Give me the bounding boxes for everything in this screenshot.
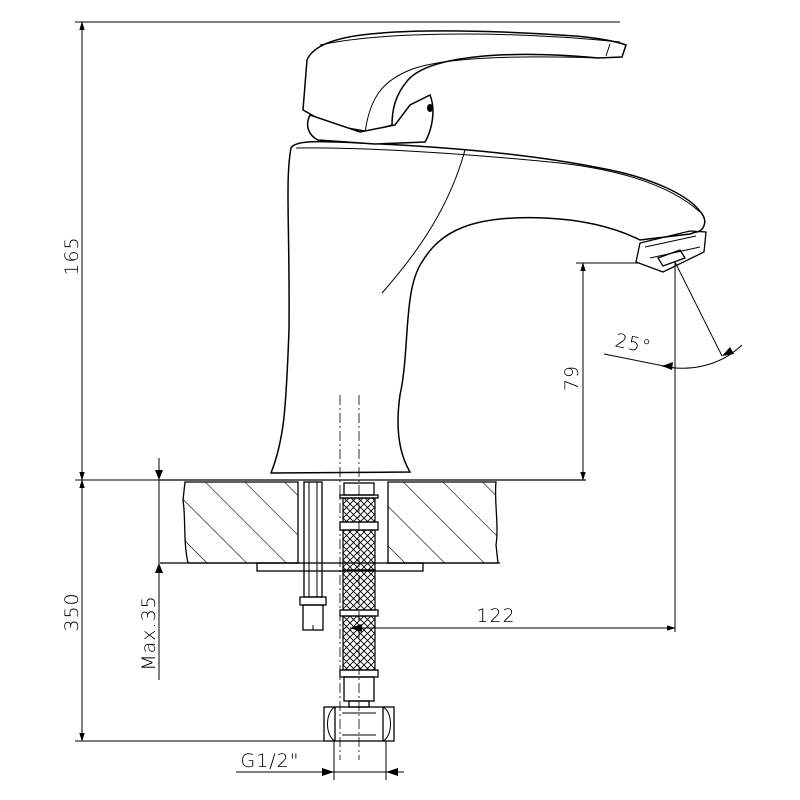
- thread-size-label: G1/2": [240, 750, 299, 772]
- countertop-section: [160, 479, 586, 572]
- faucet-body: [269, 30, 707, 474]
- overall-height-label: 165: [61, 236, 83, 275]
- dimension-labels: 165 350 Max.35 79 25° 122 G1/2": [61, 236, 653, 772]
- hose-length-label: 350: [61, 592, 83, 631]
- spout-angle-label: 25°: [613, 330, 653, 359]
- center-lines: [339, 395, 360, 760]
- max-deck-thickness-label: Max.35: [138, 595, 160, 671]
- dimension-lines: [75, 21, 743, 780]
- spout-height-label: 79: [561, 365, 583, 391]
- spout-reach-label: 122: [476, 605, 515, 627]
- mounting-stud: [299, 481, 327, 631]
